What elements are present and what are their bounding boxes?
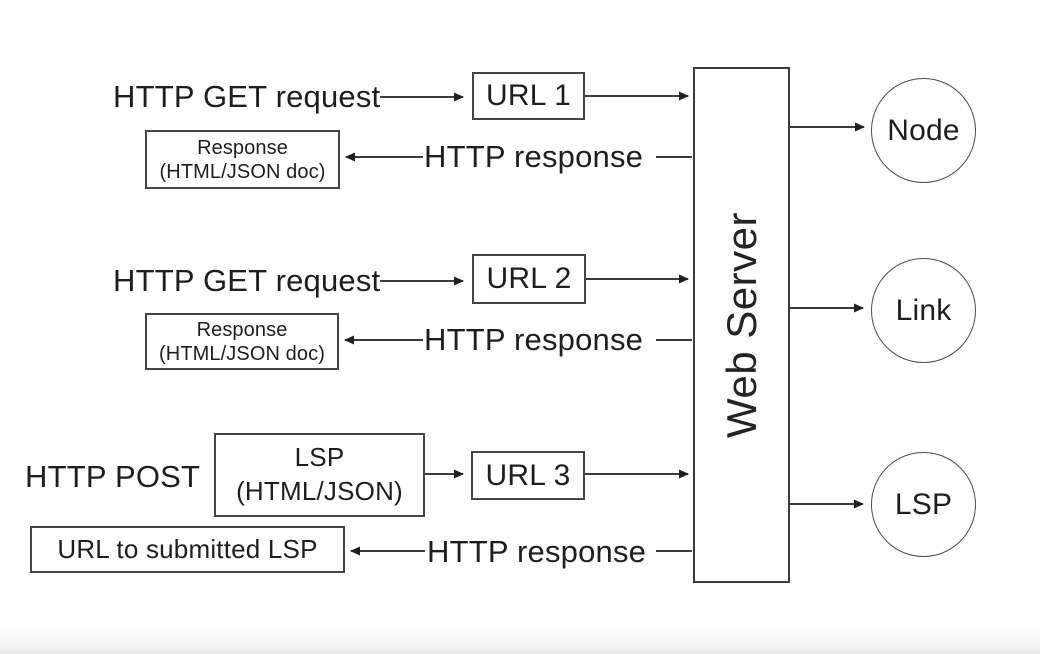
post-payload-box: LSP (HTML/JSON): [214, 433, 425, 517]
post-result-box: URL to submitted LSP: [30, 526, 345, 573]
response1-result-box: Response (HTML/JSON doc): [145, 130, 340, 189]
url2-label: URL 2: [486, 262, 572, 295]
post-payload-line1: LSP: [294, 442, 345, 473]
response2-result-box: Response (HTML/JSON doc): [145, 313, 339, 370]
url1-box: URL 1: [472, 72, 585, 120]
url2-box: URL 2: [472, 254, 586, 304]
link-circle: Link: [871, 258, 976, 363]
web-server-box: Web Server: [693, 67, 790, 583]
post-payload-line2: (HTML/JSON): [236, 476, 403, 506]
response1-result-line1: Response: [197, 136, 288, 159]
response2-label: HTTP response: [424, 322, 644, 357]
node-circle: Node: [871, 78, 976, 183]
get1-request-label: HTTP GET request: [113, 79, 381, 114]
response1-result-line2: (HTML/JSON doc): [159, 160, 326, 183]
response3-label: HTTP response: [427, 534, 647, 569]
node-label: Node: [887, 113, 960, 147]
web-server-label: Web Server: [717, 212, 765, 438]
response1-label: HTTP response: [424, 139, 644, 174]
lsp-circle: LSP: [871, 452, 976, 557]
get2-request-label: HTTP GET request: [113, 263, 381, 298]
page-bottom-shadow: [0, 628, 1040, 654]
response2-result-line2: (HTML/JSON doc): [159, 342, 325, 365]
url1-label: URL 1: [486, 79, 571, 112]
post-result-label: URL to submitted LSP: [57, 534, 318, 564]
lsp-label: LSP: [894, 487, 953, 521]
link-label: Link: [895, 293, 952, 327]
url3-label: URL 3: [485, 458, 571, 492]
url3-box: URL 3: [471, 451, 585, 500]
post-request-label: HTTP POST: [25, 459, 201, 494]
response2-result-line1: Response: [196, 318, 288, 341]
